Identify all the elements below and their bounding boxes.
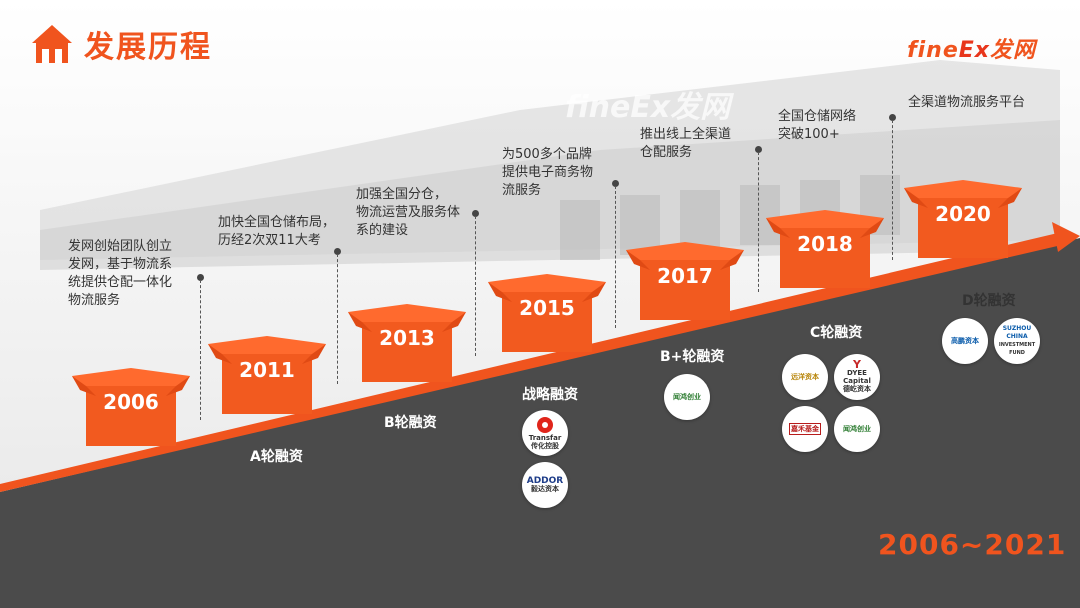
connector-line xyxy=(337,254,338,384)
milestone-year: 2018 xyxy=(766,232,884,256)
connector-line xyxy=(758,152,759,292)
milestone-year: 2011 xyxy=(208,358,326,382)
funding-round-label: D轮融资 xyxy=(962,290,1016,310)
connector-line xyxy=(475,216,476,356)
milestone-desc-2006: 发网创始团队创立 发网，基于物流系 统提供仓配一体化 物流服务 xyxy=(68,238,172,310)
year-range: 2006~2021 xyxy=(878,528,1066,561)
milestone-year: 2017 xyxy=(626,264,744,288)
funding-round-label: B+轮融资 xyxy=(660,346,724,366)
wenxin-logo: 闻鸿创业 xyxy=(664,374,710,420)
milestone-box-2020: 2020 xyxy=(904,180,1022,260)
milestone-desc-2018: 全国仓储网络 突破100+ xyxy=(778,108,856,144)
milestone-desc-2011: 加快全国仓储布局， 历经2次双11大考 xyxy=(218,214,335,250)
milestone-year: 2013 xyxy=(348,326,466,350)
house-icon xyxy=(30,22,74,66)
milestone-year: 2006 xyxy=(72,390,190,414)
watermark-logo: fineEx发网 xyxy=(565,82,730,126)
page-title: 发展历程 xyxy=(84,22,212,66)
milestone-desc-2013: 加强全国分仓， 物流运营及服务体 系的建设 xyxy=(356,186,460,240)
connector-line xyxy=(200,280,201,420)
brand-logo: fineEx发网 xyxy=(907,32,1036,64)
funding-round-label: A轮融资 xyxy=(250,446,303,466)
milestone-box-2006: 2006 xyxy=(72,368,190,448)
yuanyang-logo: 远洋资本 xyxy=(782,354,828,400)
page-header: 发展历程 xyxy=(30,22,212,66)
milestone-box-2011: 2011 xyxy=(208,336,326,416)
connector-line xyxy=(892,120,893,260)
milestone-year: 2015 xyxy=(488,296,606,320)
funding-round-label: B轮融资 xyxy=(384,412,437,432)
milestone-box-2015: 2015 xyxy=(488,274,606,354)
milestone-desc-2017: 推出线上全渠道 仓配服务 xyxy=(640,126,731,162)
connector-line xyxy=(615,186,616,328)
jiayu-logo: 嘉禾基金 xyxy=(782,406,828,452)
milestone-desc-2020: 全渠道物流服务平台 xyxy=(908,94,1025,112)
pinwheel-icon xyxy=(536,416,554,434)
milestone-box-2017: 2017 xyxy=(626,242,744,322)
gaopeng-logo: 高鹏资本 xyxy=(942,318,988,364)
milestone-desc-2015: 为500多个品牌 提供电子商务物 流服务 xyxy=(502,146,593,200)
milestone-box-2013: 2013 xyxy=(348,304,466,384)
funding-round-label: 战略融资 xyxy=(522,384,578,404)
funding-round-label: C轮融资 xyxy=(810,322,862,342)
milestone-box-2018: 2018 xyxy=(766,210,884,290)
wenxin-logo-2: 闻鸿创业 xyxy=(834,406,880,452)
milestone-year: 2020 xyxy=(904,202,1022,226)
